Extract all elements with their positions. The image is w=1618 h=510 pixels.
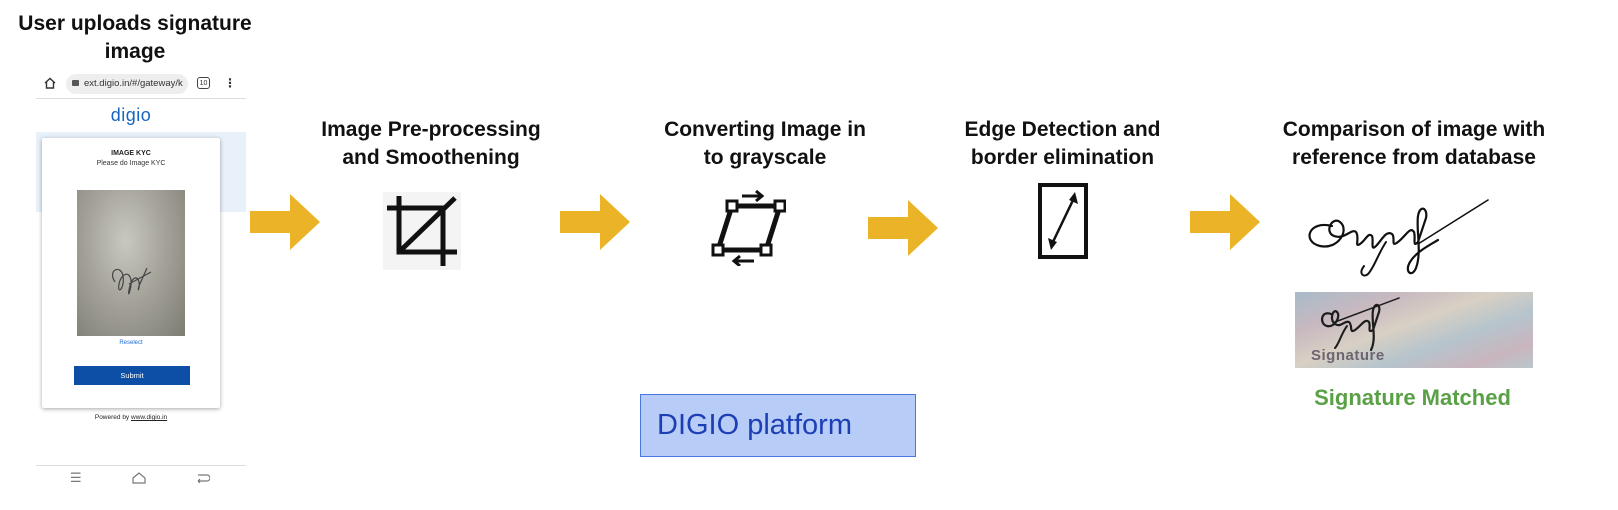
captured-signature-image <box>1308 199 1489 277</box>
powered-by-footer: Powered by www.digio.in <box>36 414 226 421</box>
url-text: ext.digio.in/#/gateway/k <box>84 78 183 89</box>
step-2-title-line-2: and Smoothening <box>342 146 520 169</box>
step-1-title-line-2: image <box>104 40 166 63</box>
step-2-title-line-1: Image Pre-processing <box>321 118 541 141</box>
powered-by-link[interactable]: www.digio.in <box>131 414 168 421</box>
step-5-title: Comparison of image with reference from … <box>1258 116 1570 172</box>
flow-arrow-1 <box>250 194 320 250</box>
step-3-title: Converting Image in to grayscale <box>630 116 900 172</box>
reference-signature-label: Signature <box>1311 347 1385 364</box>
reselect-link[interactable]: Reselect <box>119 340 143 346</box>
step-2-title: Image Pre-processing and Smoothening <box>300 116 562 172</box>
crop-icon <box>383 192 461 270</box>
android-home-icon[interactable] <box>132 472 146 484</box>
step-3-title-line-1: Converting Image in <box>664 118 866 141</box>
lock-icon <box>72 80 79 86</box>
flow-arrow-3 <box>868 200 938 256</box>
reference-signature-scribble <box>1321 297 1400 352</box>
card-subtitle: Please do Image KYC <box>96 160 166 167</box>
uploaded-signature-photo <box>77 190 185 336</box>
tab-count-icon[interactable]: 10 <box>197 77 210 89</box>
step-1-title-line-1: User uploads signature <box>18 12 252 35</box>
digio-platform-box: DIGIO platform <box>640 394 916 457</box>
signature-matched-label: Signature Matched <box>1314 385 1511 410</box>
step-4-title-line-2: border elimination <box>970 146 1155 169</box>
reference-signature-image: Signature <box>1295 292 1533 368</box>
nav-divider <box>36 465 246 466</box>
flow-arrow-4 <box>1190 194 1260 250</box>
step-5-title-line-1: Comparison of image with <box>1282 118 1546 141</box>
url-divider <box>36 98 246 99</box>
resize-diagonal-icon <box>1038 183 1088 259</box>
step-3-title-line-2: to grayscale <box>703 146 827 169</box>
android-menu-icon[interactable]: ☰ <box>70 470 82 485</box>
step-4-title: Edge Detection and border elimination <box>930 116 1195 172</box>
browser-url-bar: ext.digio.in/#/gateway/k 10 ⋮ <box>36 72 246 96</box>
signature-scribble <box>111 267 152 295</box>
card-title: IMAGE KYC <box>111 150 151 157</box>
android-back-icon[interactable] <box>196 473 210 483</box>
home-icon <box>44 77 56 89</box>
url-field[interactable]: ext.digio.in/#/gateway/k <box>66 74 188 94</box>
flow-arrow-2 <box>560 194 630 250</box>
powered-by-prefix: Powered by <box>94 414 130 421</box>
step-5-title-line-2: reference from database <box>1292 146 1536 169</box>
step-4-title-line-1: Edge Detection and <box>964 118 1161 141</box>
step-1-title: User uploads signature image <box>0 10 270 66</box>
phone-screenshot: ext.digio.in/#/gateway/k 10 ⋮ digio IMAG… <box>36 72 246 502</box>
rotate-transform-icon <box>711 190 786 266</box>
kebab-menu-icon[interactable]: ⋮ <box>224 76 236 90</box>
image-kyc-card: IMAGE KYC Please do Image KYC Reselect S… <box>42 138 220 408</box>
submit-button[interactable]: Submit <box>74 366 190 385</box>
digio-logo: digio <box>110 105 152 125</box>
